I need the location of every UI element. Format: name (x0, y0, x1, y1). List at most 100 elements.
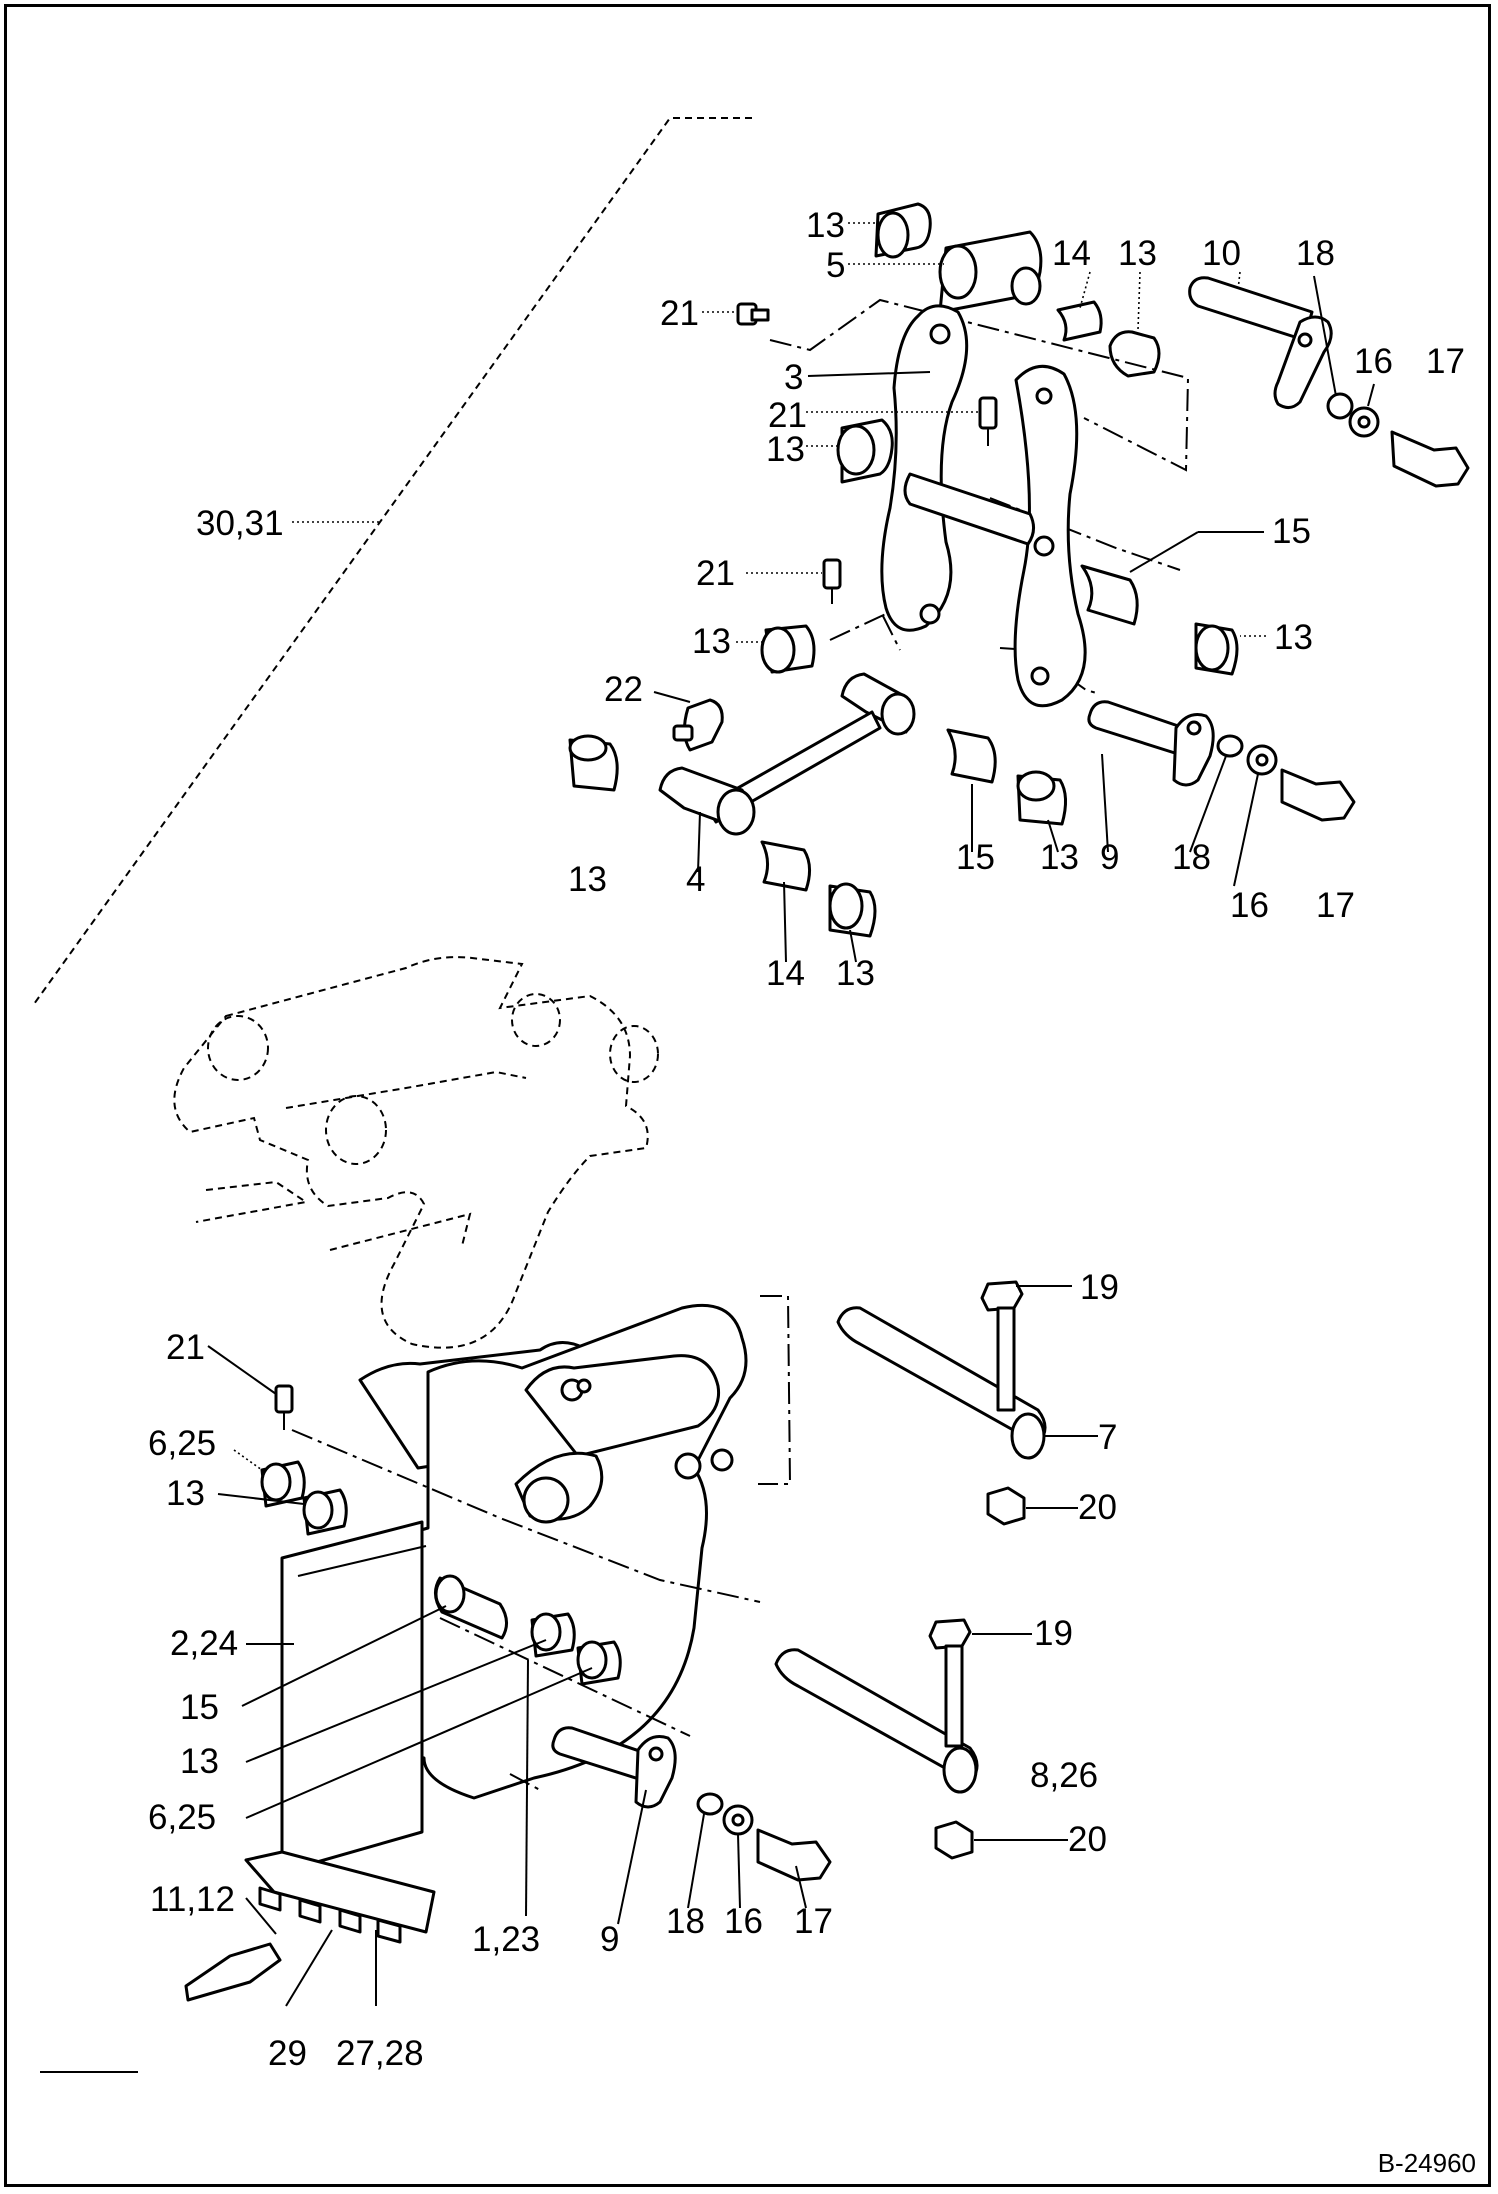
grease-nipple-21-a (736, 302, 770, 326)
callout-9: 9 (600, 1920, 620, 1959)
bushing-13-center-right (1016, 770, 1067, 826)
bushing-13-bucket-c (530, 1612, 576, 1658)
bushing-13-top (874, 202, 932, 259)
bushing-18-top (1326, 392, 1354, 420)
callout-21: 21 (768, 396, 807, 435)
bushing-13-bucket-b (302, 1488, 348, 1536)
bushing-18-lower (696, 1792, 724, 1816)
pin-10 (1188, 276, 1333, 409)
bolt-17-upper (1280, 768, 1356, 822)
callout-13: 13 (568, 860, 607, 899)
bucket-assembly (184, 1280, 1047, 2002)
callout-16: 16 (724, 1902, 763, 1941)
bushing-13-left-mid (836, 418, 894, 484)
pin-8-26 (774, 1648, 979, 1794)
callout-29: 29 (268, 2034, 307, 2073)
bucket-tooth-11-12 (184, 1942, 282, 2002)
callout-11-12: 11,12 (150, 1880, 235, 1919)
callout-7: 7 (1098, 1418, 1118, 1457)
half-shell-14 (1056, 300, 1103, 342)
callout-18: 18 (1172, 838, 1211, 877)
grease-nipple-21-b (978, 396, 998, 446)
callout-13: 13 (166, 1474, 205, 1513)
callout-4: 4 (686, 860, 706, 899)
callout-20: 20 (1078, 1488, 1117, 1527)
grease-nipple-22 (672, 698, 724, 752)
callout-13: 13 (1274, 618, 1313, 657)
callout-8-26: 8,26 (1030, 1756, 1099, 1795)
washer-16-lower (722, 1804, 754, 1836)
pin-9-upper (1087, 700, 1215, 787)
half-shell-14-lower (760, 840, 811, 892)
bolt-17-top (1390, 430, 1470, 488)
callout-27-28: 27,28 (336, 2034, 424, 2073)
callout-13: 13 (1118, 234, 1157, 273)
bolt-19-lower (928, 1618, 972, 1748)
callout-21: 21 (166, 1328, 205, 1367)
callout-13: 13 (1040, 838, 1079, 877)
callout-14: 14 (1052, 234, 1091, 273)
callout-20: 20 (1068, 1820, 1107, 1859)
washer-16-top (1348, 406, 1380, 438)
callout-18: 18 (1296, 234, 1335, 273)
pin-7 (836, 1306, 1047, 1460)
link-arm-3 (880, 304, 969, 632)
bushing-13-mid (1108, 330, 1161, 378)
callout-13: 13 (692, 622, 731, 661)
callout-21: 21 (660, 294, 699, 333)
nut-20-lower (934, 1820, 974, 1860)
callout-16: 16 (1354, 342, 1393, 381)
callout-13: 13 (766, 430, 805, 469)
callout-21: 21 (696, 554, 735, 593)
cutting-edge (244, 1850, 436, 1934)
callout-2-24: 2,24 (170, 1624, 239, 1663)
drawing-frame (4, 4, 1491, 2187)
callout-17: 17 (1316, 886, 1355, 925)
half-shell-15 (1080, 564, 1139, 626)
bucket-lug-upper (524, 1354, 734, 1480)
bushing-18-upper (1216, 734, 1244, 758)
bushing-13-far-left (568, 734, 619, 792)
drawing-code: B-24960 (1377, 2148, 1476, 2178)
half-shell-15-mid (946, 728, 997, 784)
cross-tube (903, 472, 1035, 546)
pin-5 (938, 230, 1043, 314)
callout-15: 15 (1272, 512, 1311, 551)
callout-13: 13 (806, 206, 845, 245)
bushing-13-bucket-a (260, 1460, 306, 1508)
cross-bar-4 (658, 672, 916, 836)
callout-16: 16 (1230, 886, 1269, 925)
pin-9-lower (551, 1726, 677, 1809)
grease-nipple-21-c (822, 558, 842, 604)
callout-17: 17 (794, 1902, 833, 1941)
link-arm-right (1013, 364, 1087, 708)
callout-6-25: 6,25 (148, 1424, 217, 1463)
quick-coupler-phantom (173, 956, 659, 1349)
callout-10: 10 (1202, 234, 1241, 273)
callout-9: 9 (1100, 838, 1120, 877)
bolt-17-lower (756, 1828, 832, 1882)
bolt-19-upper (980, 1280, 1024, 1412)
callout-14: 14 (766, 954, 805, 993)
callout-15: 15 (180, 1688, 219, 1727)
bushing-13-lower (828, 882, 877, 938)
callout-19: 19 (1080, 1268, 1119, 1307)
washer-16-upper (1246, 744, 1278, 776)
callout-30-31: 30,31 (196, 504, 284, 543)
bushing-13-right (1194, 622, 1239, 676)
linkage-assembly (568, 202, 1470, 938)
callout-13: 13 (836, 954, 875, 993)
callout-6-25: 6,25 (148, 1798, 217, 1837)
assembly-leader-30-31 (33, 117, 752, 1005)
bucket-front-panel-2-24 (280, 1520, 424, 1874)
callout-19: 19 (1034, 1614, 1073, 1653)
callout-15: 15 (956, 838, 995, 877)
bushing-13-mid-left (760, 624, 816, 674)
bushing-13-bucket-d (576, 1640, 622, 1686)
pin-15-lower (434, 1574, 508, 1640)
grease-nipple-21-lower (274, 1384, 294, 1430)
callout-17: 17 (1426, 342, 1465, 381)
callout-13: 13 (180, 1742, 219, 1781)
